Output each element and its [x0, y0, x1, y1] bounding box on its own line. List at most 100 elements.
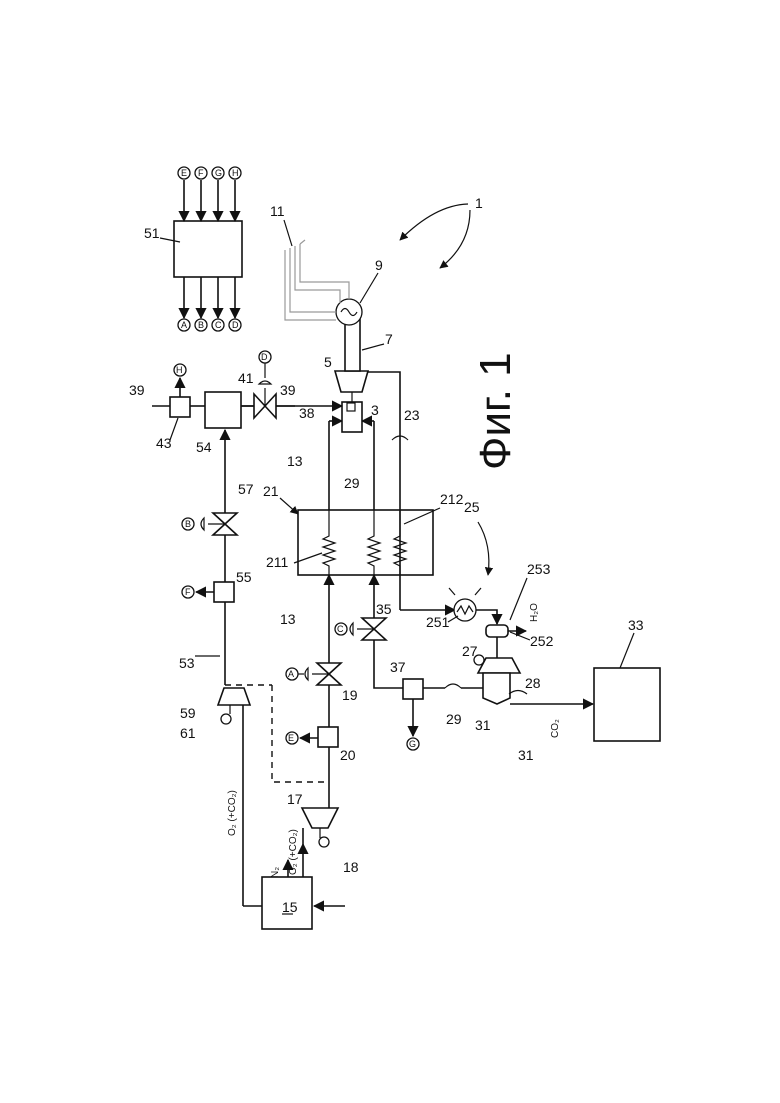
ref-13-lower: 13 — [280, 611, 296, 627]
generator-9: 9 — [336, 257, 383, 325]
label-o2-co2-upper: O₂ (+CO₂) — [227, 790, 238, 836]
ref-53: 53 — [179, 655, 195, 671]
ref-39-lower: 39 — [280, 382, 296, 398]
valve-41: 41 — [238, 370, 276, 418]
signal-g-input-label: G — [215, 168, 222, 178]
label-o2-co2-lower: O₂ (+CO₂) — [288, 829, 299, 875]
ref-33: 33 — [628, 617, 644, 633]
mixer-54: 54 — [196, 392, 241, 455]
signal-a: A — [286, 668, 298, 680]
label-h2o: H₂O — [529, 603, 540, 622]
ref-43: 43 — [156, 435, 172, 451]
component-37: 37 — [390, 659, 423, 699]
ref-23: 23 — [404, 407, 420, 423]
separator-31: 31 31 28 — [475, 673, 541, 763]
svg-text:F: F — [185, 587, 191, 597]
ref-13-upper: 13 — [287, 453, 303, 469]
ref-211: 211 — [266, 554, 289, 570]
compressor-27: 27 — [462, 643, 520, 673]
controller-51: 51 — [144, 221, 242, 277]
heat-exchanger-21: 21 211 212 — [263, 483, 464, 575]
signal-h-input-label: H — [232, 168, 239, 178]
valve-57: 57 — [201, 481, 254, 535]
signal-b-output-label: B — [198, 320, 204, 330]
signal-g: G — [407, 738, 419, 750]
svg-text:B: B — [185, 519, 191, 529]
ref-18: 18 — [343, 859, 359, 875]
ref-59: 59 — [180, 705, 196, 721]
signal-c: C — [335, 623, 347, 635]
ref-9: 9 — [375, 257, 383, 273]
cooler-to-separator — [476, 610, 497, 624]
ref-25: 25 — [464, 499, 480, 515]
ref-251: 251 — [426, 614, 450, 630]
component-43: 43 — [156, 397, 190, 451]
signal-b: B — [182, 518, 194, 530]
grid-connection-11: 11 — [270, 203, 349, 320]
ref-20: 20 — [340, 747, 356, 763]
ref-28: 28 — [525, 675, 541, 691]
storage-33: 33 — [594, 617, 660, 741]
ref-17: 17 — [287, 791, 303, 807]
valve-19: 19 — [305, 663, 358, 703]
ref-57: 57 — [238, 481, 254, 497]
ref-41: 41 — [238, 370, 254, 386]
signal-a-output-label: A — [181, 320, 187, 330]
ref-38: 38 — [299, 405, 315, 421]
ref-253: 253 — [527, 561, 551, 577]
svg-text:G: G — [409, 739, 416, 749]
motor-61 — [221, 714, 231, 724]
figure-caption: Фиг. 1 — [471, 352, 520, 470]
motor-18 — [319, 837, 329, 847]
line-crossing-31 — [509, 691, 527, 695]
ref-252: 252 — [530, 633, 554, 649]
ref-51: 51 — [144, 225, 160, 241]
ref-31-a: 31 — [475, 717, 491, 733]
ref-61: 61 — [180, 725, 196, 741]
controller-inputs: E F G H — [178, 167, 241, 221]
ref-55: 55 — [236, 569, 252, 585]
component-20: 20 — [318, 727, 356, 763]
svg-text:E: E — [288, 733, 294, 743]
ref-1: 1 — [475, 195, 483, 211]
svg-text:H: H — [176, 365, 183, 375]
controller-outputs: A B C D — [178, 277, 241, 331]
signal-f-input-label: F — [198, 168, 204, 178]
ref-3: 3 — [371, 402, 379, 418]
signal-c-output-label: C — [215, 320, 222, 330]
signal-d-top: D — [259, 351, 271, 363]
signal-e: E — [286, 732, 298, 744]
ref-7: 7 — [385, 331, 393, 347]
ref-39-upper: 39 — [129, 382, 145, 398]
cooler-251: 251 — [426, 588, 481, 630]
ref-19: 19 — [342, 687, 358, 703]
water-separator-252: 252 — [486, 625, 554, 649]
valve-35: 35 — [350, 601, 392, 640]
label-n2: N₂ — [270, 867, 281, 878]
ref-35: 35 — [376, 601, 392, 617]
ref-37: 37 — [390, 659, 406, 675]
signal-h-top: H — [174, 364, 186, 376]
ref-21: 21 — [263, 483, 279, 499]
signal-e-input-label: E — [181, 168, 187, 178]
signal-f: F — [182, 586, 194, 598]
svg-text:C: C — [337, 624, 344, 634]
shaft-7: 7 — [345, 318, 393, 371]
svg-text:D: D — [261, 352, 268, 362]
ref-27: 27 — [462, 643, 478, 659]
plant-ref-1: 1 — [400, 195, 483, 268]
component-55: 55 — [214, 569, 252, 602]
air-separation-unit-15: 15 — [262, 877, 345, 929]
signal-d-output-label: D — [232, 320, 239, 330]
ref-11: 11 — [270, 203, 285, 219]
ref-29-upper: 29 — [344, 475, 360, 491]
ref-54: 54 — [196, 439, 212, 455]
ref-15: 15 — [282, 899, 298, 915]
label-co2: CO₂ — [550, 719, 561, 738]
compressor-59: 59 61 — [180, 688, 250, 741]
svg-text:A: A — [288, 669, 294, 679]
ref-212: 212 — [440, 491, 464, 507]
ref-25-leader — [478, 522, 489, 575]
ref-31-b: 31 — [518, 747, 534, 763]
